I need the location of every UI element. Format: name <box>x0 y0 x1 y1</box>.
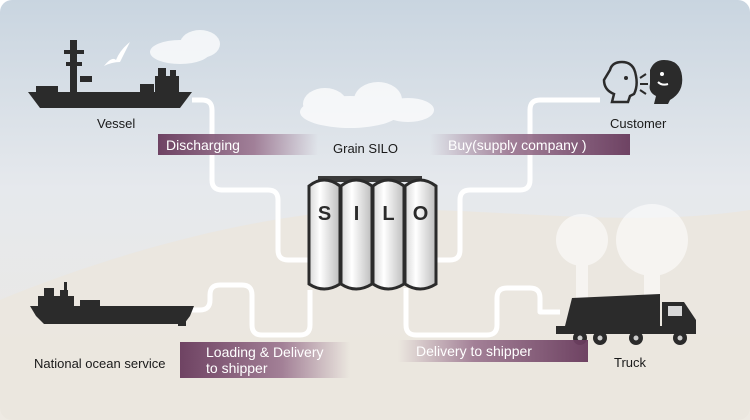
pipe-national-silo <box>168 282 313 338</box>
vessel-label: Vessel <box>97 116 136 131</box>
silo-letter-1: S <box>318 203 331 225</box>
vessel-ship-icon <box>28 40 192 108</box>
delivery-flow-band: Delivery to shipper <box>398 340 588 362</box>
silo-tank-3 <box>371 178 406 291</box>
silo-tank-2 <box>339 178 374 291</box>
silo-letter-3: L <box>382 203 394 225</box>
buy-flow-band: Buy(supply company ) <box>430 134 630 155</box>
customer-heads-icon <box>602 60 683 104</box>
buy-label: Buy(supply company ) <box>448 137 587 153</box>
national-label: National ocean service <box>34 356 166 371</box>
loading-label-line2: to shipper <box>206 360 268 376</box>
silo-tank-1 <box>307 178 342 291</box>
silo-letter-4: O <box>413 203 429 225</box>
discharging-flow-band: Discharging <box>158 134 318 155</box>
pipe-silo-customer <box>436 97 600 263</box>
pipe-vessel-silo <box>192 97 308 263</box>
connector-pipes <box>168 97 600 338</box>
delivery-label: Delivery to shipper <box>416 343 532 359</box>
loading-flow-band: Loading & Delivery to shipper <box>180 342 350 378</box>
water-towers <box>556 204 688 302</box>
silo-letter-2: I <box>354 203 360 225</box>
national-ship-icon <box>30 282 194 326</box>
truck-icon <box>556 294 696 345</box>
seagull-icon <box>104 42 130 66</box>
clouds <box>150 30 434 128</box>
customer-outline-head-icon <box>602 60 648 104</box>
truck-label: Truck <box>614 355 647 370</box>
silo-title: Grain SILO <box>333 141 399 156</box>
customer-solid-head-icon <box>649 60 683 104</box>
customer-label: Customer <box>610 116 667 131</box>
grain-silo-icon: S I L O <box>307 176 438 291</box>
pipe-silo-truck <box>403 285 560 338</box>
discharging-label: Discharging <box>166 137 240 153</box>
silo-tank-4 <box>403 178 438 291</box>
loading-label-line1: Loading & Delivery <box>206 344 324 360</box>
